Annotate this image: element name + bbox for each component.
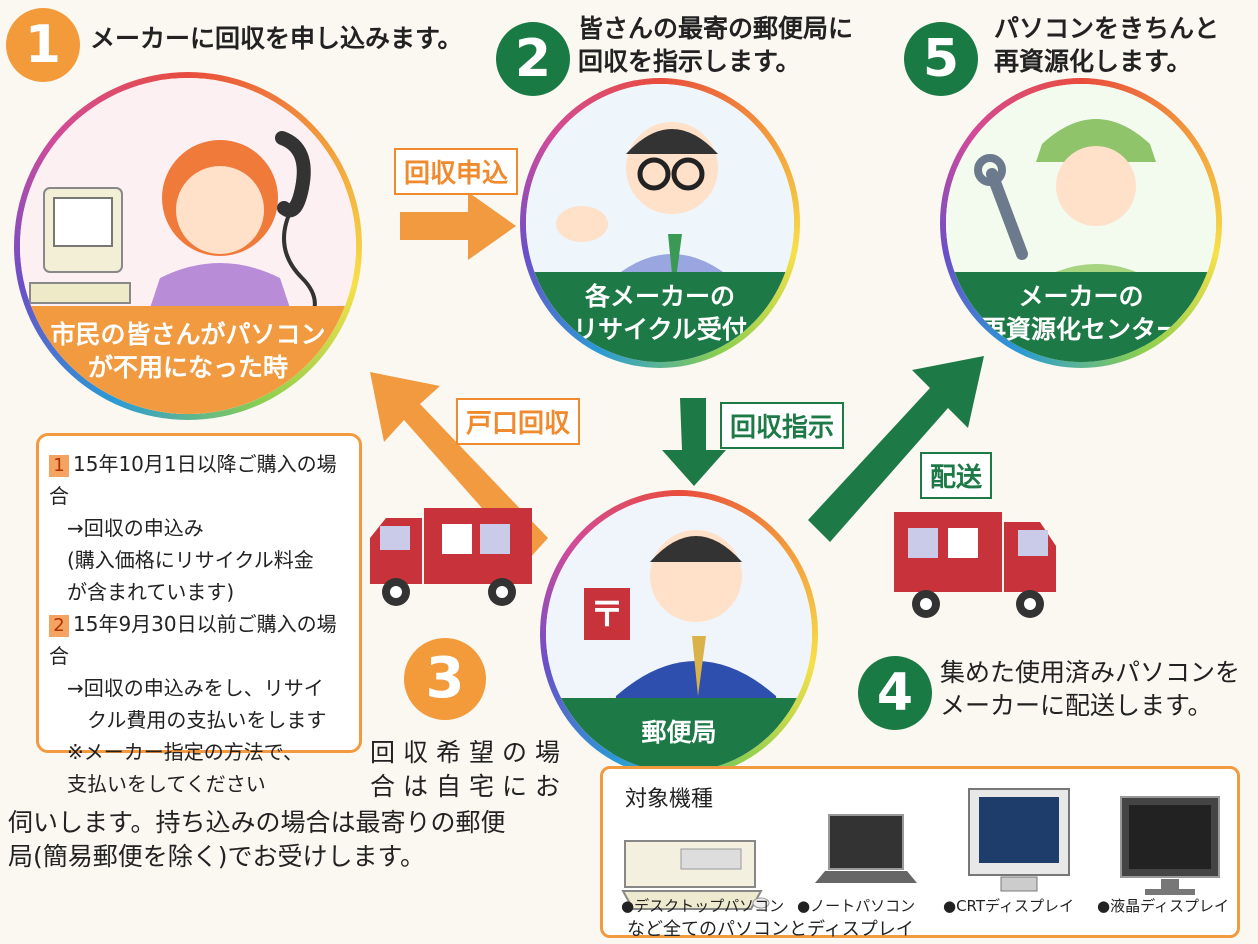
center-label-line-1: メーカーの (1018, 282, 1144, 311)
step-1-badge: 1 (6, 8, 80, 82)
citizen-label: 市民の皆さんがパソコン が不用になった時 (20, 306, 356, 414)
maker-label-line-2: リサイクル受付 (573, 315, 747, 344)
step-2-text: 皆さんの最寄の郵便局に 回収を指示します。 (578, 12, 853, 78)
note-item-2-line-3: ※メーカー指定の方法で、 (67, 740, 303, 764)
left-truck-icon (370, 508, 532, 606)
note-item-2-line-4: 支払いをしてください (67, 772, 266, 796)
step-4-line-2: メーカーに配送します。 (940, 691, 1213, 720)
maker-circle: 各メーカーの リサイクル受付 (520, 78, 800, 368)
laptop-icon (815, 814, 917, 883)
step-5-text: パソコンをきちんと 再資源化します。 (994, 12, 1219, 78)
step-4-line-1: 集めた使用済みパソコンを (940, 658, 1241, 687)
devices-footer: など全てのパソコンとディスプレイ (627, 919, 914, 940)
note-item-1-number: 1 (49, 455, 69, 477)
step-2-line-2: 回収を指示します。 (578, 47, 801, 76)
step-5-line-2: 再資源化します。 (994, 47, 1192, 76)
recycling-center-circle: メーカーの 再資源化センター (940, 78, 1222, 368)
devices-heading: 対象機種 (625, 787, 714, 812)
device-label-laptop: ●ノートパソコン (797, 897, 916, 915)
center-label-line-2: 再資源化センター (980, 315, 1181, 344)
note-item-2-title-text: 15年9月30日以前ご購入の場合 (49, 612, 337, 668)
note-item-1-line-3: が含まれています) (67, 580, 235, 604)
post-office-label-text: 郵便局 (641, 718, 717, 747)
step-3-line-4: 局(簡易郵便を除く)でお受けします。 (8, 842, 426, 871)
step-4-text: 集めた使用済みパソコンを メーカーに配送します。 (940, 656, 1240, 722)
step-2-line-1: 皆さんの最寄の郵便局に (578, 14, 854, 43)
right-truck-icon (894, 512, 1056, 618)
desktop-pc-icon (621, 840, 770, 910)
center-label: メーカーの 再資源化センター (946, 272, 1216, 362)
maker-label-line-1: 各メーカーの (584, 282, 735, 311)
post-office-label: 郵便局 (546, 698, 812, 772)
note-item-1-line-2: (購入価格にリサイクル料金 (67, 548, 314, 572)
instruct-tag: 回収指示 (720, 402, 845, 449)
lcd-display-icon (1120, 796, 1220, 895)
post-office-circle: 〒 郵便局 (540, 490, 818, 778)
note-item-1-title-text: 15年10月1日以降ご購入の場合 (49, 452, 337, 508)
step-3-line-1: 回収希望の場 (370, 738, 569, 767)
note-item-2-line-1: →回収の申込みをし、リサイ (67, 676, 324, 700)
step-3-badge: 3 (404, 638, 486, 720)
step-5-badge: 5 (904, 22, 978, 96)
note-item-2-line-2: クル費用の支払いをします (87, 708, 327, 732)
step-2-badge: 2 (496, 22, 570, 96)
step-1-text: メーカーに回収を申し込みます。 (90, 24, 463, 53)
citizen-label-line-2: が不用になった時 (87, 353, 288, 382)
citizen-label-line-1: 市民の皆さんがパソコン (50, 320, 326, 349)
target-devices-box: 対象機種 ●デスクトップパソコン ●ノートパソコン ●CRTディスプレイ ●液晶… (600, 766, 1240, 940)
svg-text:〒: 〒 (590, 595, 624, 635)
step-3-line-3: 伺いします。持ち込みの場合は最寄りの郵便 (8, 808, 506, 837)
instruct-arrow (662, 398, 726, 486)
crt-display-icon (968, 788, 1070, 892)
device-label-lcd: ●液晶ディスプレイ (1097, 897, 1230, 915)
step-3-line-2: 合は自宅にお (370, 772, 569, 801)
note-item-2-number: 2 (49, 615, 69, 637)
apply-arrow (400, 192, 516, 260)
door-collection-tag: 戸口回収 (456, 398, 581, 445)
citizen-circle: 市民の皆さんがパソコン が不用になった時 (14, 72, 362, 420)
step-5-line-1: パソコンをきちんと (994, 14, 1220, 43)
device-label-crt: ●CRTディスプレイ (943, 897, 1075, 915)
deliver-tag: 配送 (920, 452, 993, 499)
maker-label: 各メーカーの リサイクル受付 (526, 272, 794, 362)
note-item-1-line-1: →回収の申込み (67, 516, 204, 540)
device-label-desktop: ●デスクトップパソコン (621, 897, 785, 915)
apply-tag: 回収申込 (394, 148, 519, 195)
step-4-badge: 4 (858, 656, 932, 730)
